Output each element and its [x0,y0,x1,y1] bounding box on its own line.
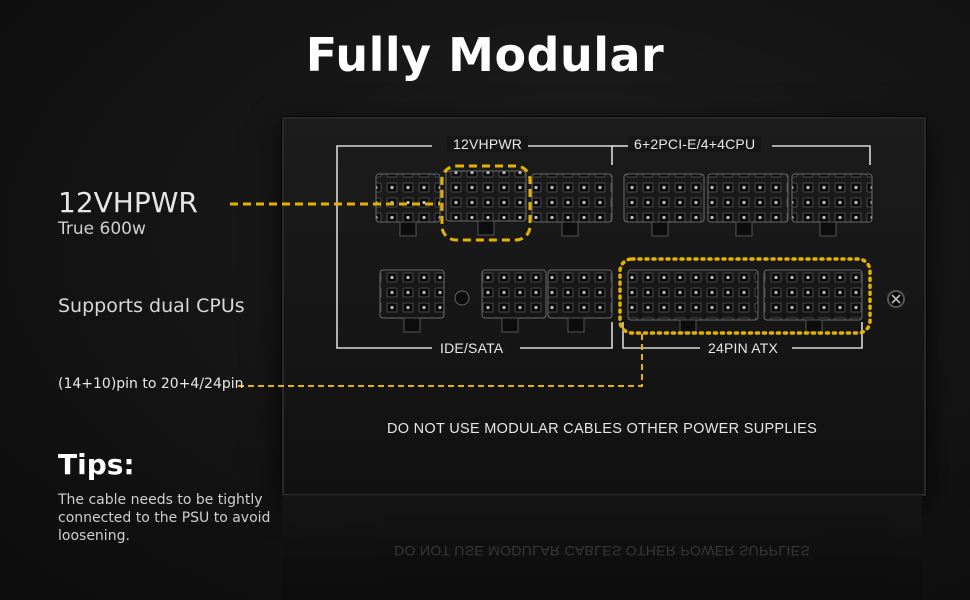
connector-pcie-3 [791,173,873,223]
tips-title: Tips: [58,448,135,481]
side-dual-cpu: Supports dual CPUs [58,295,245,317]
connector-atx-2 [763,269,863,321]
highlight-24pin [618,257,872,335]
connector-sata-2 [547,269,613,319]
warning-text: DO NOT USE MODULAR CABLES OTHER POWER SU… [386,421,818,437]
side-heading: 12VHPWR [58,186,198,219]
panel-reflection: DO NOT USE MODULAR CABLES OTHER POWER SU… [282,495,922,600]
connector-sata-1 [481,269,547,319]
connector-pcie-2 [707,173,789,223]
label-ide-sata: IDE/SATA [434,340,510,356]
label-12vhpwr: 12VHPWR [447,136,529,152]
page-title: Fully Modular [305,28,665,82]
connector-atx-1 [627,269,759,321]
connector-top-1 [375,173,441,223]
tips-body: The cable needs to be tightly connected … [58,492,271,544]
top-connectors [375,170,873,237]
side-pin-conversion: (14+10)pin to 20+4/24pin [58,376,244,392]
side-subheading: True 600w [58,219,146,239]
connector-ide-1 [379,269,445,319]
connector-12vhpwr [445,170,527,222]
bracket-line-top-left [336,145,432,250]
highlight-12vhpwr [440,164,532,242]
connector-pcie-1 [623,173,705,223]
leader-24pin [238,334,643,387]
label-pcie-cpu: 6+2PCI-E/4+4CPU [628,136,762,152]
bottom-connectors [379,269,863,333]
label-24pin-atx: 24PIN ATX [702,340,785,356]
connector-top-3 [531,173,613,223]
